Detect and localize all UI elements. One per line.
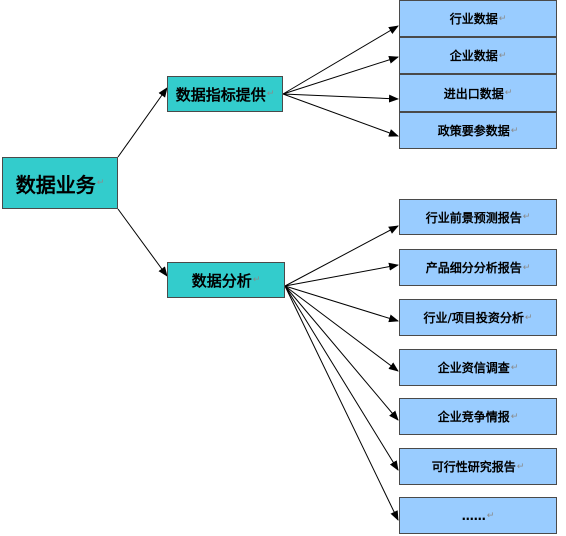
paragraph-mark: ↵: [504, 88, 513, 98]
leaf-node[interactable]: 行业前景预测报告↵: [399, 199, 557, 235]
connector-arrow: [284, 285, 399, 323]
leaf-node[interactable]: 进出口数据↵: [399, 74, 557, 112]
leaf-label: ……: [461, 508, 486, 523]
connector-arrow: [284, 262, 399, 287]
group-label: 数据分析: [191, 271, 252, 290]
connector-arrow: [284, 285, 399, 521]
connector-arrow: [282, 55, 399, 95]
paragraph-mark: ↵: [510, 362, 519, 373]
leaf-node[interactable]: ……↵: [399, 497, 557, 534]
leaf-node[interactable]: 行业数据↵: [399, 0, 557, 37]
leaf-node[interactable]: 企业竞争情报↵: [399, 398, 557, 435]
paragraph-mark: ↵: [516, 461, 525, 472]
leaf-label: 行业前景预测报告: [425, 210, 522, 225]
paragraph-mark: ↵: [266, 89, 275, 99]
group-node-data-analysis[interactable]: 数据分析↵: [167, 262, 285, 298]
paragraph-mark: ↵: [96, 178, 105, 188]
leaf-label: 政策要参数据: [437, 124, 510, 138]
connector-arrow: [282, 25, 399, 95]
leaf-label: 企业竞争情报: [437, 410, 510, 424]
leaf-node[interactable]: 企业数据↵: [399, 37, 557, 74]
paragraph-mark: ↵: [510, 125, 519, 136]
group-label: 数据指标提供: [175, 85, 266, 104]
leaf-label: 行业数据: [449, 12, 498, 26]
leaf-node[interactable]: 产品细分分析报告↵: [399, 249, 557, 286]
root-label: 数据业务: [15, 172, 96, 197]
root-node[interactable]: 数据业务↵: [2, 157, 118, 209]
paragraph-mark: ↵: [510, 411, 519, 422]
paragraph-mark: ↵: [522, 212, 531, 222]
paragraph-mark: ↵: [498, 50, 507, 61]
connector-arrow: [117, 208, 168, 277]
connector-arrow: [282, 93, 399, 137]
leaf-label: 产品细分分析报告: [425, 261, 522, 275]
paragraph-mark: ↵: [252, 275, 261, 285]
leaf-label: 进出口数据: [443, 86, 504, 101]
leaf-node[interactable]: 行业/项目投资分析↵: [399, 299, 557, 336]
paragraph-mark: ↵: [486, 510, 495, 521]
leaf-label: 行业/项目投资分析: [423, 311, 524, 325]
group-node-data-indicators[interactable]: 数据指标提供↵: [167, 76, 283, 112]
connector-arrow: [284, 225, 399, 287]
leaf-node[interactable]: 政策要参数据↵: [399, 112, 557, 149]
leaf-label: 企业资信调查: [437, 361, 510, 375]
connector-arrow: [284, 285, 399, 471]
leaf-node[interactable]: 企业资信调查↵: [399, 349, 557, 386]
connector-arrow: [282, 93, 399, 103]
paragraph-mark: ↵: [522, 262, 531, 273]
leaf-node[interactable]: 可行性研究报告↵: [399, 448, 557, 485]
connector-arrow: [284, 285, 399, 421]
leaf-label: 可行性研究报告: [431, 460, 516, 474]
paragraph-mark: ↵: [498, 13, 507, 24]
connector-arrow: [284, 285, 399, 372]
connector-arrow: [117, 87, 168, 158]
leaf-label: 企业数据: [449, 49, 498, 63]
paragraph-mark: ↵: [524, 312, 533, 323]
